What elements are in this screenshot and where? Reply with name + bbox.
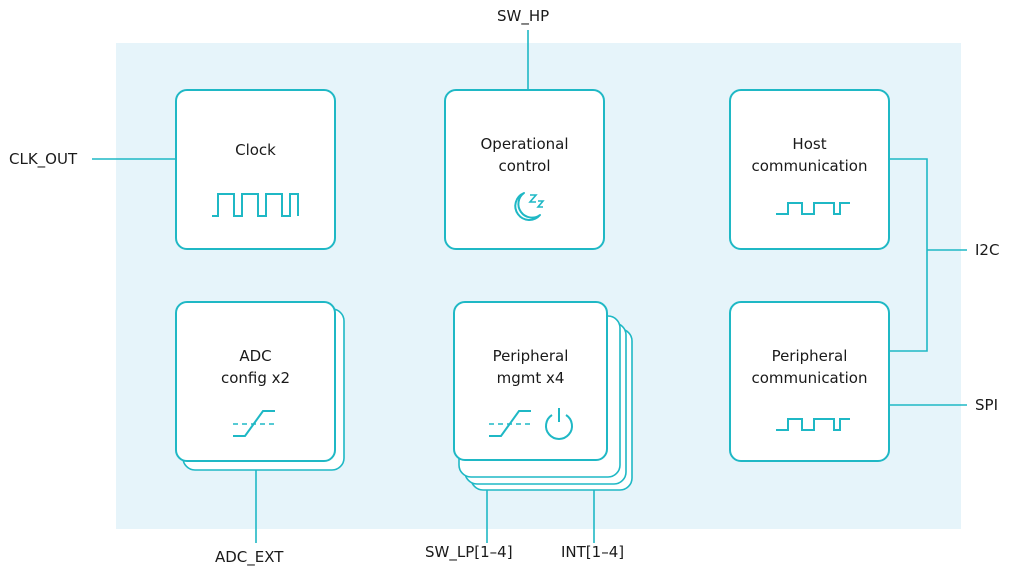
data-signal-icon — [776, 202, 850, 215]
power-icon — [545, 408, 573, 440]
adc-config-block: ADC config x2 — [175, 301, 336, 462]
adc-ramp-icon — [489, 410, 531, 437]
data-signal-icon — [776, 418, 850, 431]
i2c-line — [890, 158, 928, 352]
int-label: INT[1–4] — [561, 543, 625, 561]
clock-block: Clock — [175, 89, 336, 250]
peripheral-communication-block: Peripheral communication — [729, 301, 890, 462]
clock-title: Clock — [235, 141, 276, 159]
adc-ext-label: ADC_EXT — [215, 548, 284, 566]
sw-hp-label: SW_HP — [497, 7, 550, 25]
i2c-label: I2C — [975, 241, 1000, 259]
adc-ramp-icon — [233, 410, 275, 437]
square-wave-icon — [212, 193, 299, 217]
moon-sleep-icon — [514, 192, 545, 221]
host-communication-block: Host communication — [729, 89, 890, 250]
spi-label: SPI — [975, 396, 998, 414]
sw-lp-label: SW_LP[1–4] — [425, 543, 513, 561]
operational-control-title: Operational control — [480, 135, 569, 175]
peripheral-communication-title: Peripheral communication — [751, 347, 868, 387]
adc-config-title: ADC config x2 — [220, 347, 291, 387]
peripheral-mgmt-title: Peripheral mgmt x4 — [492, 347, 569, 387]
host-communication-title: Host communication — [751, 135, 868, 175]
operational-control-block: Operational control — [444, 89, 605, 250]
clk-out-label: CLK_OUT — [9, 150, 78, 168]
peripheral-mgmt-block: Peripheral mgmt x4 — [453, 301, 608, 461]
